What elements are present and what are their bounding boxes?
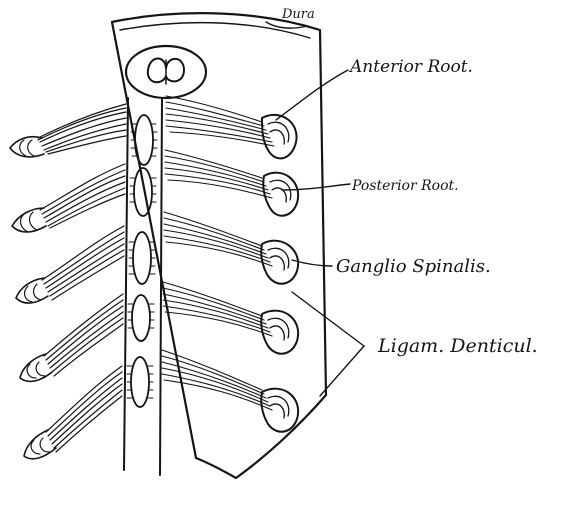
cord-cross-section bbox=[126, 46, 206, 98]
posterior-root-leader bbox=[282, 184, 350, 190]
label-posterior-root: Posterior Root. bbox=[351, 178, 459, 194]
cord-segment bbox=[127, 357, 153, 407]
cord-segment bbox=[128, 295, 154, 341]
label-dura: Dura bbox=[281, 7, 315, 22]
cord-segments bbox=[127, 115, 157, 407]
right-root bbox=[163, 282, 298, 354]
anterior-root-leader bbox=[276, 70, 348, 120]
left-nerves bbox=[10, 104, 126, 459]
left-nerve bbox=[20, 294, 123, 381]
leader-lines bbox=[266, 22, 364, 396]
left-nerve bbox=[12, 164, 125, 232]
cord-segment bbox=[130, 168, 156, 216]
dura-mater-sheet bbox=[112, 13, 326, 478]
left-nerve bbox=[16, 226, 124, 303]
label-ganglio-spinalis: Ganglio Spinalis. bbox=[336, 256, 491, 277]
left-nerve bbox=[10, 104, 126, 157]
cord-segment bbox=[131, 115, 157, 165]
spinal-cord-strip bbox=[124, 98, 162, 475]
label-ligam-denticul: Ligam. Denticul. bbox=[377, 335, 538, 357]
right-root bbox=[164, 212, 298, 284]
right-root bbox=[165, 150, 298, 216]
ligament-leader-upper bbox=[292, 292, 364, 346]
right-root bbox=[166, 96, 297, 158]
right-roots bbox=[162, 96, 298, 432]
label-anterior-root: Anterior Root. bbox=[348, 57, 473, 77]
cord-segment bbox=[129, 232, 155, 284]
